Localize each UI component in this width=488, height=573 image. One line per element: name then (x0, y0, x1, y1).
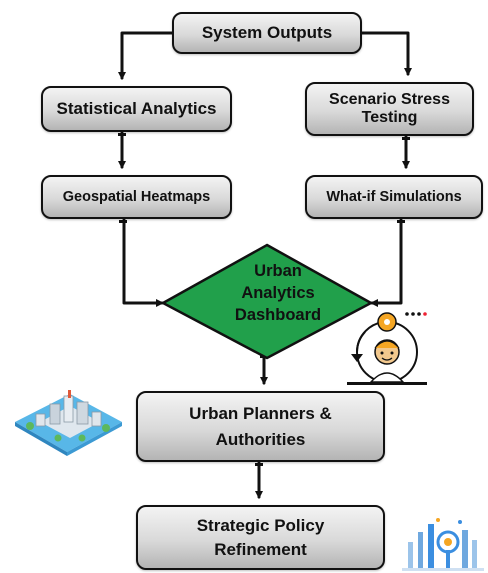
node-strategic-policy: Strategic Policy Refinement (136, 505, 385, 570)
node-label-line: Strategic Policy (196, 515, 325, 535)
node-label-line: Urban Planners & (189, 403, 332, 423)
node-statistical-analytics: Statistical Analytics (41, 86, 232, 132)
node-what-if-simulations: What-if Simulations (305, 175, 483, 219)
node-label-line: Scenario Stress (329, 90, 450, 108)
node-label: Geospatial Heatmaps (62, 188, 211, 205)
node-scenario-stress-testing: Scenario Stress Testing (305, 82, 474, 136)
dashboard-label-line: Dashboard (234, 306, 322, 324)
node-label: Statistical Analytics (56, 99, 217, 119)
node-geospatial-heatmaps: Geospatial Heatmaps (41, 175, 232, 219)
node-label-line: Authorities (215, 429, 306, 449)
node-label-line: Testing (361, 109, 418, 126)
dashboard-label-line: Analytics (241, 284, 315, 302)
node-urban-planners: Urban Planners & Authorities (136, 391, 385, 462)
dashboard-label: Urban Analytics Dashboard (210, 260, 346, 326)
node-label: System Outputs (201, 23, 333, 43)
node-label: What-if Simulations (326, 188, 462, 205)
planner-person-icon (347, 312, 427, 385)
dashboard-diamond (160, 243, 374, 360)
edge-whatif-dashboard (370, 218, 403, 307)
dashboard-label-line: Urban (254, 262, 302, 280)
node-system-outputs: System Outputs (172, 12, 362, 54)
edge-outputs-stats (118, 31, 174, 80)
edge-geo-dashboard (122, 218, 164, 307)
city-illustration-icon (15, 390, 122, 456)
edge-outputs-scenario (360, 31, 412, 76)
data-tower-illustration-icon (402, 518, 484, 571)
node-label-line: Refinement (214, 539, 307, 559)
